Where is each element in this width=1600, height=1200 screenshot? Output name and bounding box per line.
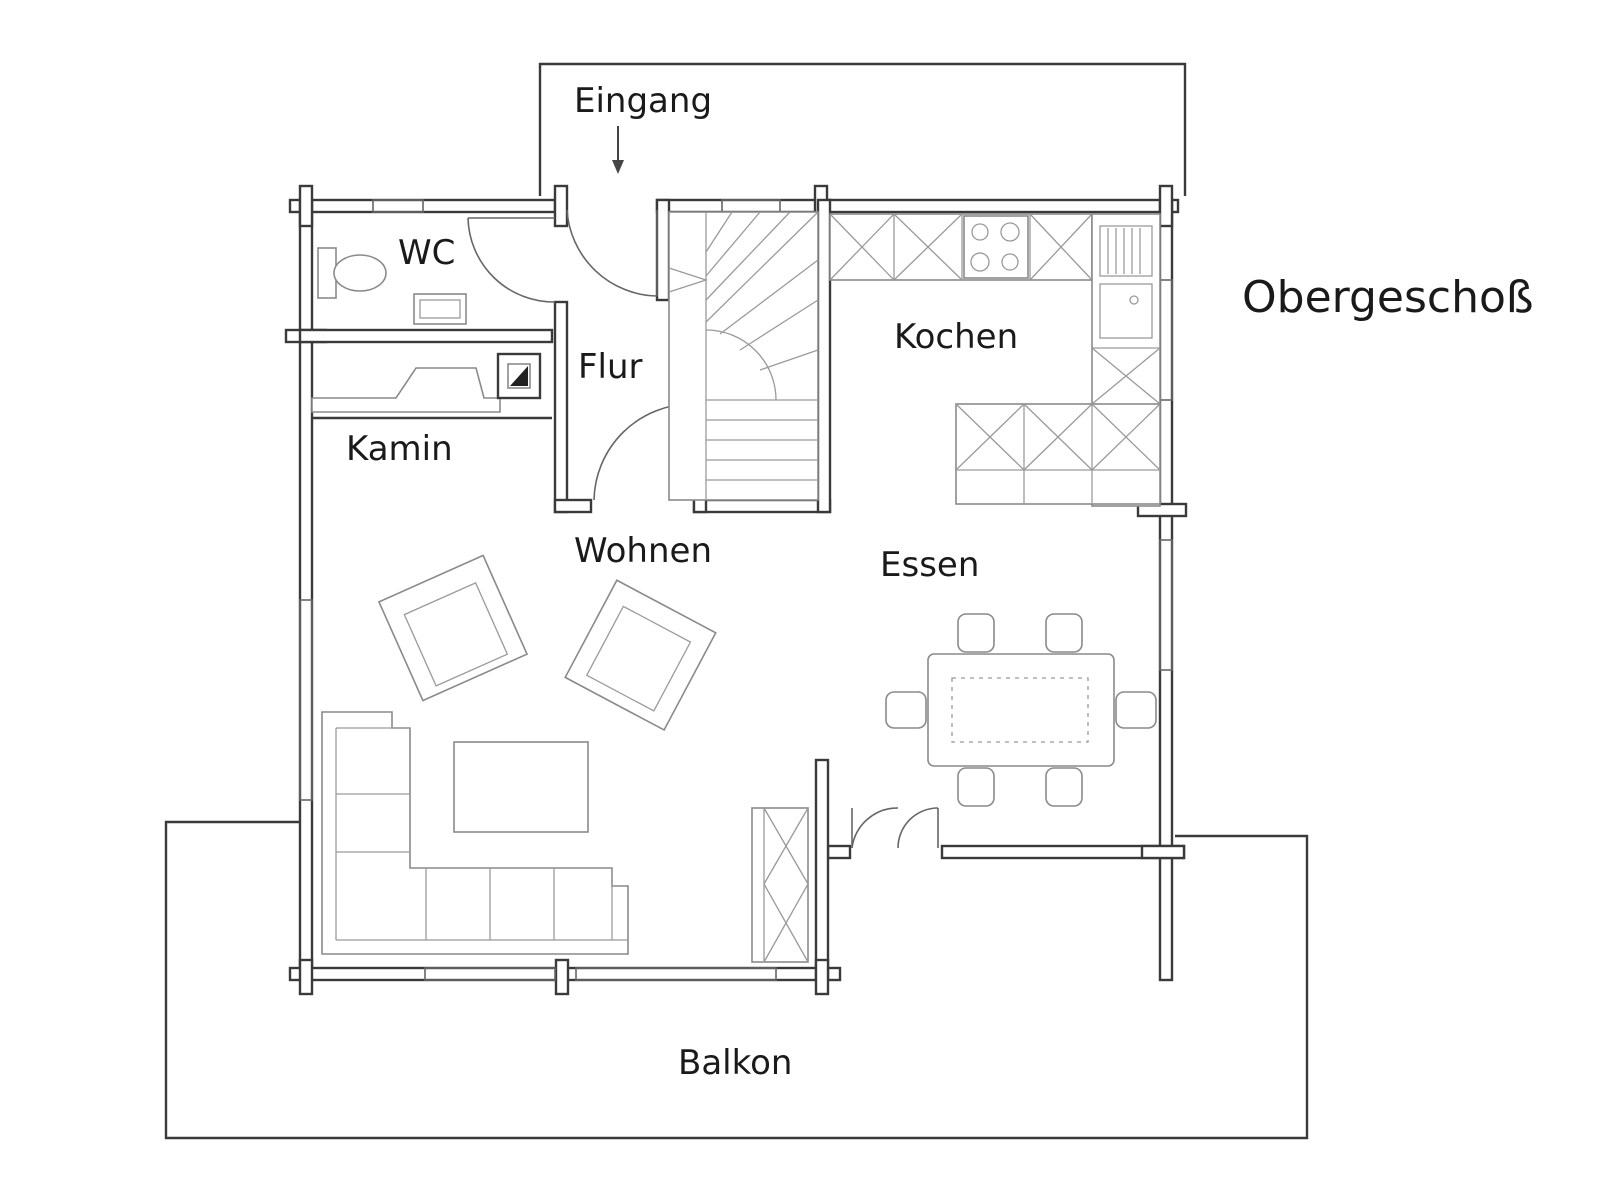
room-label-living: Wohnen — [574, 531, 712, 571]
room-label-kitchen: Kochen — [894, 317, 1018, 357]
plan-title: Obergeschoß — [1242, 272, 1534, 323]
exterior-walls — [284, 184, 1188, 996]
entrance-arrow-icon — [612, 126, 624, 174]
fireplace — [311, 352, 542, 413]
dining-set — [885, 613, 1157, 807]
entrance-porch — [538, 62, 1187, 196]
kitchen-counters — [829, 213, 1161, 507]
room-label-fireplace: Kamin — [346, 429, 453, 469]
room-label-balcony: Balkon — [678, 1043, 792, 1083]
room-label-hall: Flur — [578, 347, 643, 387]
room-label-dining: Essen — [880, 545, 979, 585]
staircase — [668, 211, 819, 501]
room-label-wc: WC — [398, 233, 455, 273]
wc-fixtures — [317, 247, 467, 325]
balcony-outline — [164, 820, 1309, 1140]
room-label-entrance: Eingang — [574, 81, 712, 121]
living-furniture — [321, 554, 809, 963]
